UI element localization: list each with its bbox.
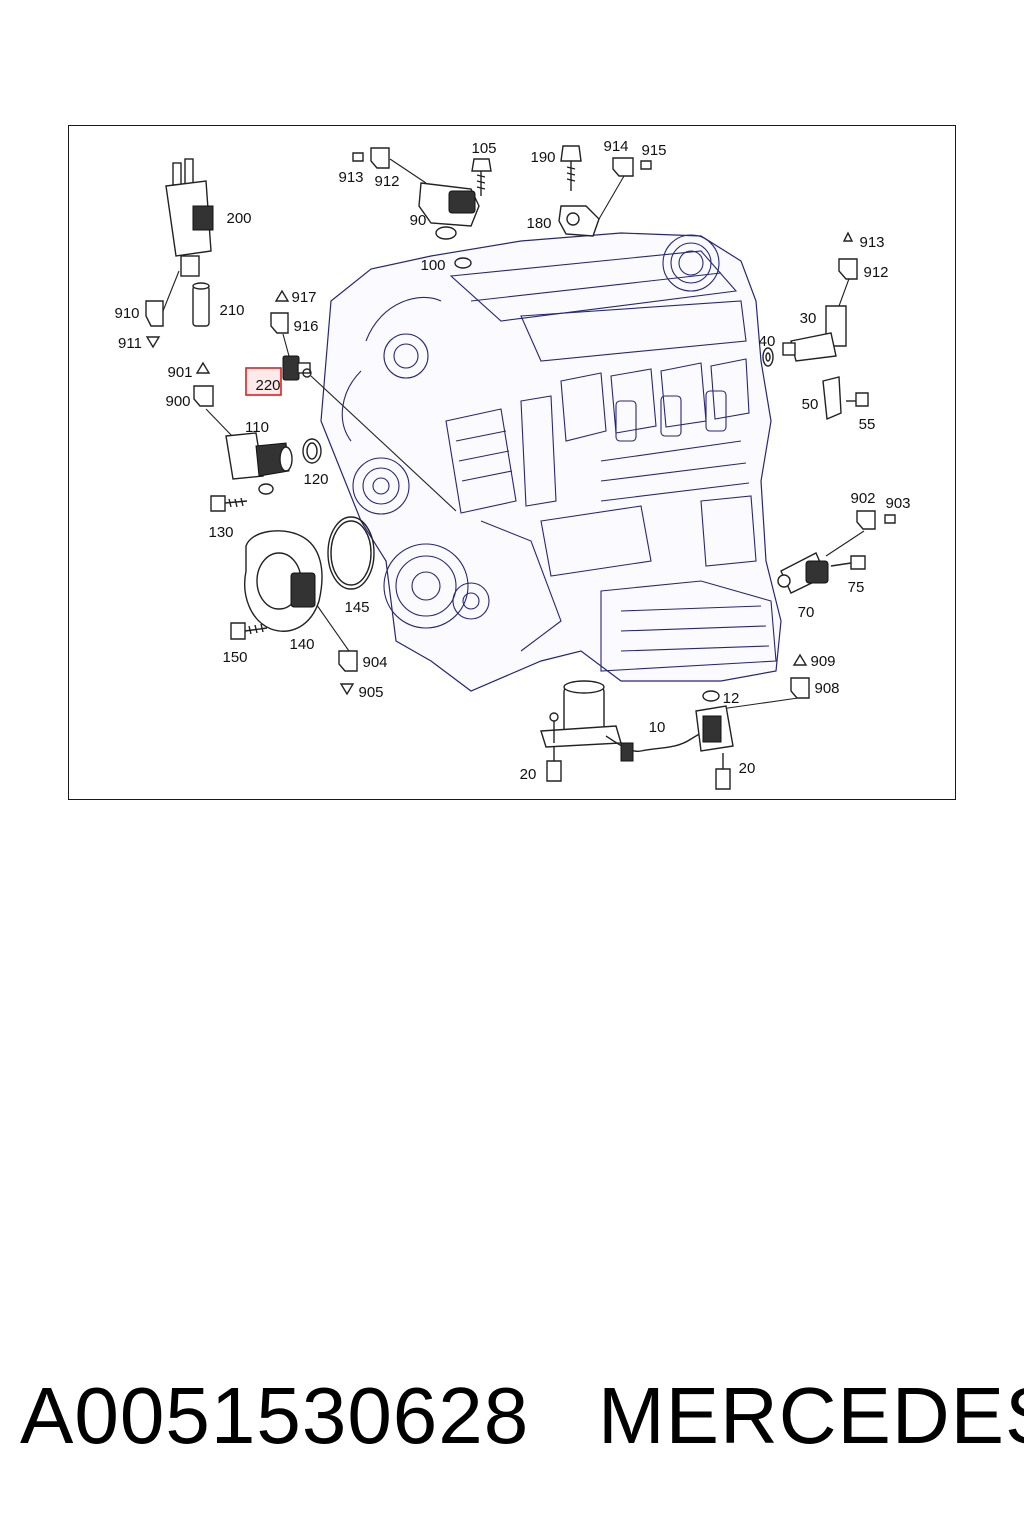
part-90-sensor [418,182,480,240]
part-75-bolt [830,555,866,570]
part-70-crankshaft-sensor [777,552,829,594]
engine-block [320,232,782,692]
callout-913: 913 [338,169,363,186]
part-910-911-connector [838,231,858,280]
part-100-ring [454,257,472,269]
callout-210: 210 [219,302,244,319]
callout-914: 914 [603,138,628,155]
callout-90: 90 [410,212,427,229]
callout-30: 30 [800,310,817,327]
part-908-connector [145,300,164,327]
part-number: A0051530628 [20,1371,530,1460]
callout-50: 50 [802,396,819,413]
part-130-bolt [210,495,248,512]
callout-180: 180 [526,215,551,232]
part-190-bolt [560,145,582,191]
part-140-cover [244,530,323,632]
callout-915: 915 [641,142,666,159]
part-901-pin [195,361,211,374]
callout-140: 140 [289,636,314,653]
part-150-bolt [230,622,268,640]
caption: A0051530628 MERCEDES [0,1370,1024,1470]
callout-911: 913 [859,234,884,251]
part-55-bolt [846,392,869,407]
callout-20-right: 20 [739,760,756,777]
callout-12: 12 [723,690,740,707]
part-40-washer [762,347,774,367]
part-20-bolt-right [715,753,731,790]
callout-200: 200 [226,210,251,227]
callout-100: 100 [420,257,445,274]
part-916-connector [270,312,289,334]
leader-lines [162,158,865,710]
part-20-bolt-left [546,712,562,782]
callout-55: 55 [859,416,876,433]
callout-105: 105 [471,140,496,157]
part-12-ring [702,690,720,702]
callout-908: 910 [114,305,139,322]
callout-910: 912 [863,264,888,281]
part-903-pin [884,514,896,524]
part-906-connector [790,677,810,699]
callout-10: 10 [649,719,666,736]
callout-906: 908 [814,680,839,697]
part-917-pin [274,289,290,302]
part-105-bolt [471,158,492,196]
callout-904: 904 [362,654,387,671]
part-145-gasket [327,516,375,590]
part-907-pin [792,653,808,666]
callout-40: 40 [759,333,776,350]
callout-909: 911 [118,335,142,352]
part-30-sensor [782,305,847,362]
part-120-o-ring [302,438,322,464]
part-905-pin [339,683,355,696]
callout-907: 909 [810,653,835,670]
callout-912: 912 [374,173,399,190]
part-900-connector [193,385,214,407]
callout-190: 190 [530,149,555,166]
part-220-pressure-switch [282,355,312,381]
callout-145: 145 [344,599,369,616]
part-914-915-connector [612,157,652,177]
callout-130: 130 [208,524,233,541]
callout-905: 905 [358,684,383,701]
part-904-connector [338,650,358,672]
part-912-913-connector [352,147,390,169]
callout-150: 150 [222,649,247,666]
part-50-gasket [822,376,842,421]
callout-110: 110 [245,419,269,436]
callout-120: 120 [303,471,328,488]
part-902-connector [856,510,876,530]
callout-901: 901 [167,364,192,381]
callout-900: 900 [165,393,190,410]
highlight-box-220 [245,367,282,396]
exploded-parts-diagram: 105 913 912 90 100 190 180 914 915 200 2… [68,125,956,800]
callout-labels: 105 913 912 90 100 190 180 914 915 200 2… [114,138,910,783]
part-110-camshaft-sensor [225,432,293,495]
callout-20-left: 20 [520,766,537,783]
part-210-sleeve [192,282,210,327]
part-909-pin [145,336,161,349]
part-10-oil-sensor [540,680,734,762]
callout-902: 902 [850,490,875,507]
callout-220: 220 [255,377,280,394]
callout-916: 916 [293,318,318,335]
callout-903: 903 [885,495,910,512]
callout-917: 917 [291,289,316,306]
brand-name: MERCEDES [598,1371,1024,1460]
callout-70: 70 [798,604,815,621]
engine-diagram-svg: 105 913 912 90 100 190 180 914 915 200 2… [114,138,911,790]
part-200-pressure-sensor [165,158,214,277]
callout-75: 75 [848,579,865,596]
part-180-knock-sensor [558,205,600,237]
